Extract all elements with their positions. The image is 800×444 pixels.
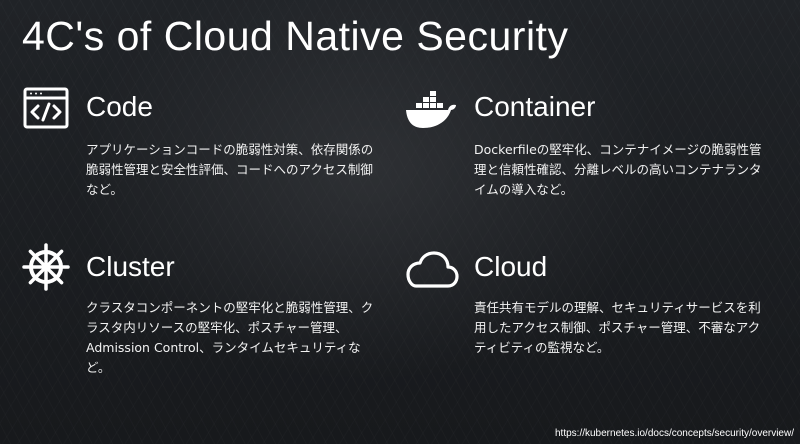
slide-title: 4C's of Cloud Native Security (22, 13, 569, 59)
card-description-cluster: クラスタコンポーネントの堅牢化と脆弱性管理、クラスタ内リソースの堅牢化、ポスチャ… (86, 300, 374, 375)
card-description-code: アプリケーションコードの脆弱性対策、依存関係の脆弱性管理と安全性評価、コードへの… (86, 142, 374, 197)
docker-whale-icon (404, 86, 458, 134)
cloud-icon (402, 246, 460, 294)
card-description-cloud: 責任共有モデルの理解、セキュリティサービスを利用したアクセス制御、ポスチャー管理… (474, 300, 761, 355)
card-title-cloud: Cloud (474, 251, 548, 282)
card-description-container: Dockerfileの堅牢化、コンテナイメージの脆弱性管理と信頼性確認、分離レベ… (474, 142, 762, 197)
source-link[interactable]: https://kubernetes.io/docs/concepts/secu… (554, 428, 794, 439)
card-title-container: Container (474, 91, 596, 122)
code-icon (22, 84, 70, 132)
card-title-cluster: Cluster (86, 251, 175, 282)
card-title-code: Code (86, 91, 153, 122)
ship-wheel-icon (22, 243, 70, 291)
